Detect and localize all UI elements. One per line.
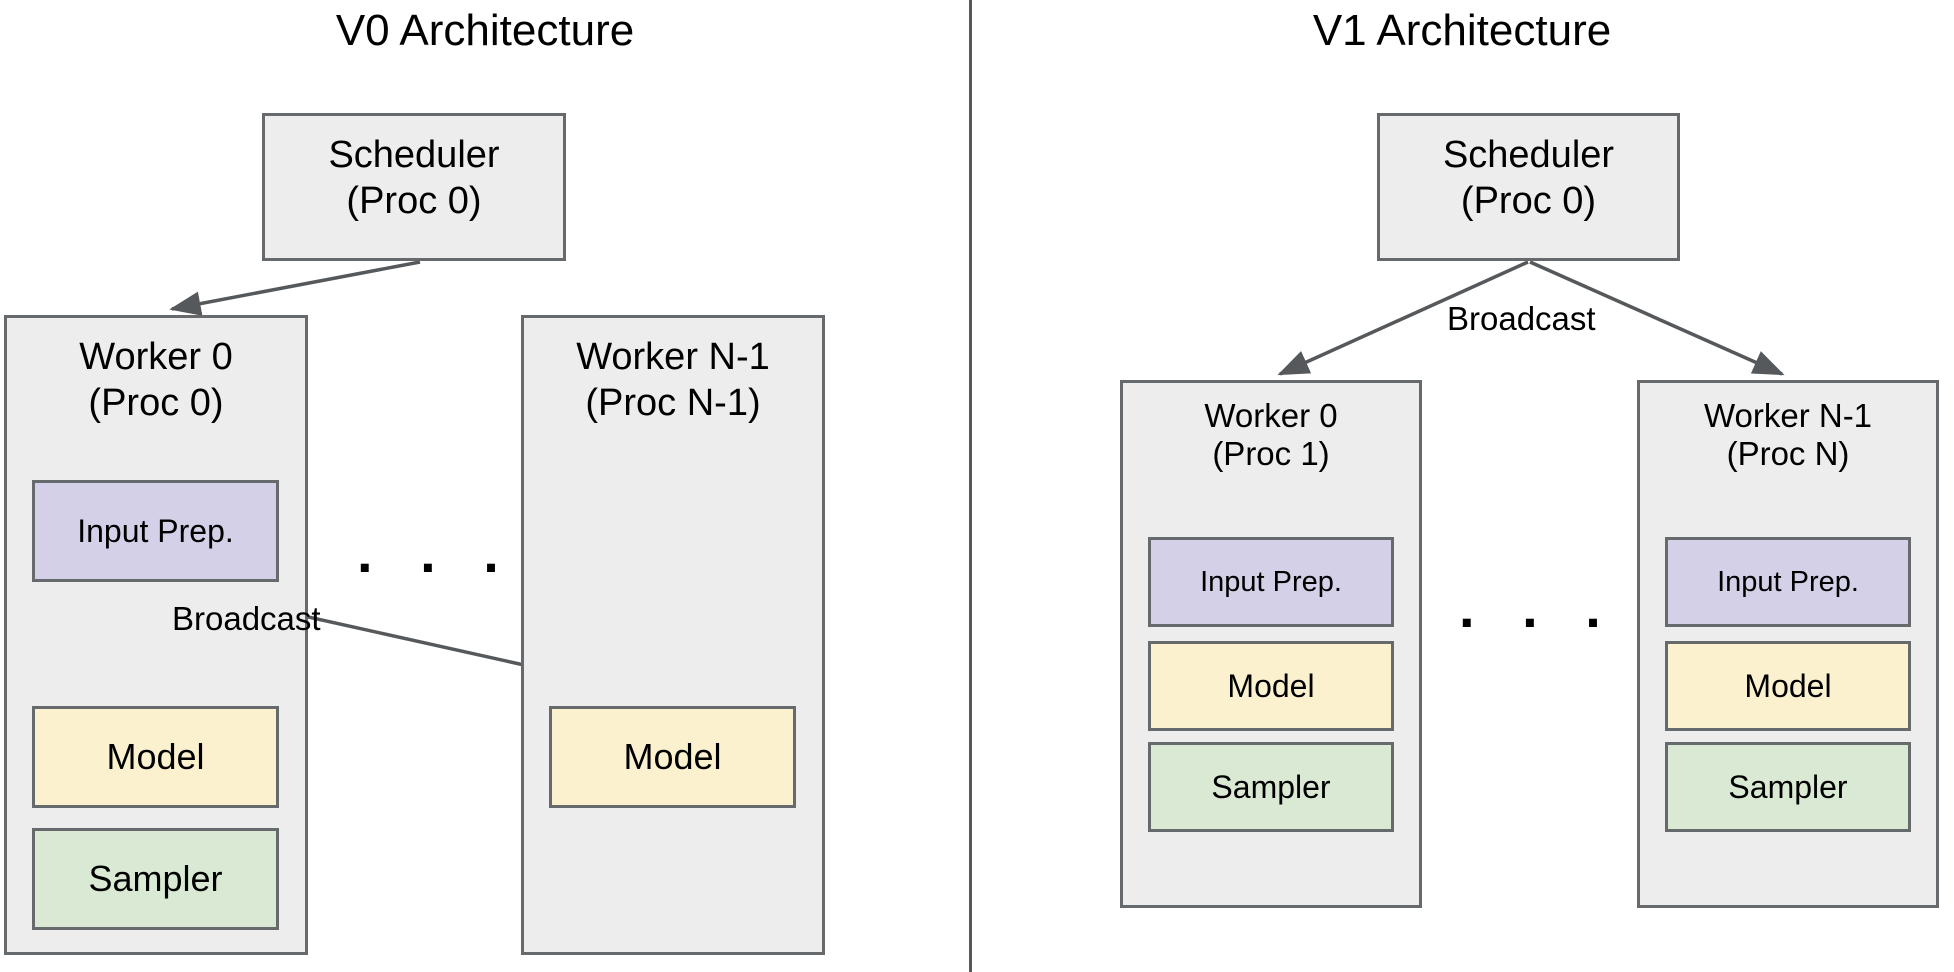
- v1-worker-0-line2: (Proc 1): [1212, 434, 1330, 472]
- v1-worker-0-sampler[interactable]: Sampler: [1148, 742, 1394, 832]
- panel-divider: [969, 0, 972, 972]
- v1-broadcast-label: Broadcast: [1447, 300, 1596, 337]
- v0-ellipsis: . . .: [357, 521, 515, 584]
- v0-worker-0-line1: Worker 0: [79, 336, 233, 378]
- v0-worker-0-input-prep-label: Input Prep.: [77, 512, 234, 549]
- v0-worker-0-model-label: Model: [106, 736, 205, 777]
- v0-worker-n1-model[interactable]: Model: [549, 706, 796, 808]
- v1-scheduler-box[interactable]: Scheduler (Proc 0): [1377, 113, 1680, 261]
- panel-title-v1: V1 Architecture: [1312, 6, 1612, 55]
- v1-worker-0-input-prep[interactable]: Input Prep.: [1148, 537, 1394, 627]
- v0-scheduler-line1: Scheduler: [328, 134, 500, 176]
- v0-worker-0-line2: (Proc 0): [88, 381, 224, 424]
- v1-worker-n1-line1: Worker N-1: [1703, 397, 1873, 434]
- v1-worker-0-model[interactable]: Model: [1148, 641, 1394, 731]
- v1-worker-n1-sampler[interactable]: Sampler: [1665, 742, 1911, 832]
- panel-title-v0: V0 Architecture: [335, 6, 635, 55]
- v0-worker-0-sampler[interactable]: Sampler: [32, 828, 279, 930]
- v0-worker-n1-line2: (Proc N-1): [585, 381, 761, 424]
- v0-scheduler-line2: (Proc 0): [346, 179, 482, 222]
- v1-worker-0-line1: Worker 0: [1204, 397, 1338, 434]
- v0-worker-0-input-prep[interactable]: Input Prep.: [32, 480, 279, 582]
- v0-worker-n1-model-label: Model: [623, 736, 722, 777]
- v1-worker-0-model-label: Model: [1227, 667, 1315, 704]
- v1-worker-0-sampler-label: Sampler: [1211, 768, 1331, 805]
- v1-worker-0-input-prep-label: Input Prep.: [1200, 565, 1342, 598]
- v1-scheduler-line1: Scheduler: [1442, 134, 1615, 176]
- v1-worker-n1-line2: (Proc N): [1726, 434, 1850, 472]
- arrow-v0-scheduler-to-worker0: [169, 260, 421, 316]
- v1-worker-n1-sampler-label: Sampler: [1728, 768, 1848, 805]
- v1-ellipsis: . . .: [1459, 576, 1617, 639]
- v0-worker-0-model[interactable]: Model: [32, 706, 279, 808]
- v0-worker-0-sampler-label: Sampler: [88, 858, 223, 899]
- v0-worker-n1-box[interactable]: Worker N-1 (Proc N-1): [521, 315, 825, 955]
- v0-broadcast-label: Broadcast: [172, 600, 321, 637]
- v1-worker-n1-model-label: Model: [1744, 667, 1832, 704]
- v0-scheduler-box[interactable]: Scheduler (Proc 0): [262, 113, 566, 261]
- v1-worker-n1-model[interactable]: Model: [1665, 641, 1911, 731]
- v1-scheduler-line2: (Proc 0): [1460, 179, 1597, 222]
- v1-worker-n1-input-prep-label: Input Prep.: [1717, 565, 1859, 598]
- v0-worker-n1-line1: Worker N-1: [576, 336, 770, 378]
- v1-worker-n1-input-prep[interactable]: Input Prep.: [1665, 537, 1911, 627]
